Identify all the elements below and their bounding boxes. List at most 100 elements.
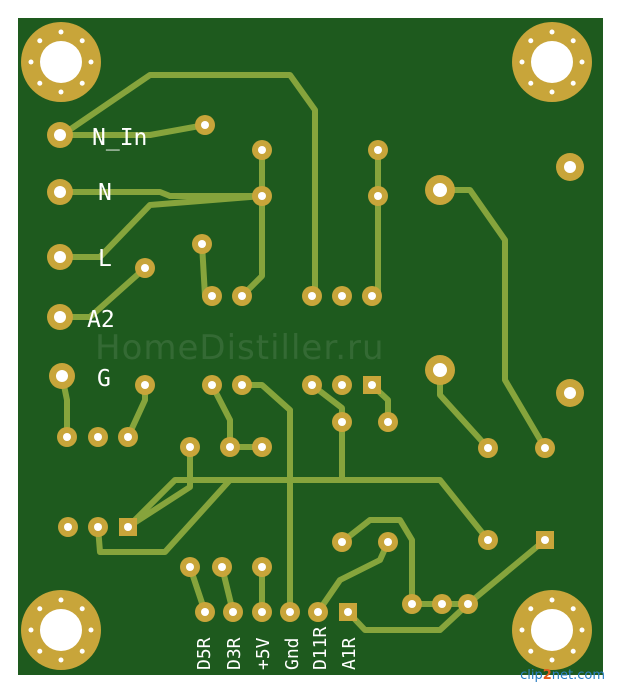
mounting-via [58,29,64,35]
pad-hole [94,523,102,531]
pad-hole [54,311,66,323]
label-l: L [98,246,112,272]
mounting-via [37,606,43,612]
mounting-via [37,80,43,86]
pad-hole [374,146,382,154]
mounting-via [579,627,585,633]
mounting-via [79,606,85,612]
pad-hole [56,370,68,382]
pad-hole [433,183,447,197]
trace-l [57,193,265,260]
brand-num: 2 [542,668,552,683]
mounting-hole [40,609,82,651]
clip2net-logo: clip2net.com [520,668,605,683]
pad-hole [229,608,237,616]
mounting-via [28,627,34,633]
mounting-via [579,59,585,65]
mounting-holes [21,22,592,670]
label-n: N [98,180,112,206]
pad-hole [384,418,392,426]
mounting-via [549,29,555,35]
mounting-hole [531,609,573,651]
mounting-via [28,59,34,65]
pad-hole [564,161,576,173]
bottom-labels: D5R D3R +5V Gnd D11R A1R [194,626,360,670]
pad-hole [338,381,346,389]
mounting-via [58,657,64,663]
mounting-via [528,648,534,654]
trace-bus [125,477,491,543]
mounting-via [519,627,525,633]
pad-hole [186,443,194,451]
pad-hole [258,443,266,451]
pad-hole [54,129,66,141]
pad-hole [258,608,266,616]
mounting-via [79,80,85,86]
label-gnd: Gnd [282,637,303,670]
pad-hole [54,186,66,198]
mounting-via [88,59,94,65]
mounting-via [528,606,534,612]
label-n-in: N_In [92,125,147,151]
pad-hole [286,608,294,616]
trace-n-in [59,72,318,300]
pad-hole [258,146,266,154]
pad-hole [238,381,246,389]
mounting-via [570,606,576,612]
pad-hole [368,381,376,389]
pad-hole [308,292,316,300]
pad-hole [124,523,132,531]
mounting-via [549,597,555,603]
pad-hole [201,608,209,616]
mounting-via [79,648,85,654]
label-g: G [97,366,111,392]
mounting-via [58,597,64,603]
mounting-via [519,59,525,65]
pad-hole [208,381,216,389]
pad-hole [314,608,322,616]
pad-hole [338,418,346,426]
pad-hole [218,563,226,571]
brand-post: net.com [551,668,605,683]
pad-hole [484,444,492,452]
mounting-via [88,627,94,633]
pad-hole [186,563,194,571]
pad-hole [141,381,149,389]
pad-hole [198,240,206,248]
pad-hole [124,433,132,441]
mounting-via [37,38,43,44]
pad-hole [338,538,346,546]
mounting-via [528,80,534,86]
mounting-via [58,89,64,95]
left-labels: N_In N L A2 G [87,125,147,392]
pad-hole [94,433,102,441]
pad-hole [438,600,446,608]
brand-pre: clip [520,668,543,683]
pad-hole [238,292,246,300]
pads [47,115,584,622]
mounting-via [570,38,576,44]
mounting-hole [40,41,82,83]
mounting-via [549,89,555,95]
label-d3r: D3R [224,637,245,670]
trace-k1 [437,187,548,451]
pad-hole [226,443,234,451]
mounting-via [549,657,555,663]
pad-hole [408,600,416,608]
watermark-text: HomeDistiller.ru [95,328,385,368]
pad-hole [564,387,576,399]
label-a1r: A1R [339,637,360,670]
pad-hole [338,292,346,300]
mounting-hole [531,41,573,83]
mounting-via [528,38,534,44]
label-d11r: D11R [310,626,331,670]
pad-hole [54,251,66,263]
mounting-via [570,80,576,86]
pad-hole [258,563,266,571]
pad-hole [208,292,216,300]
mounting-via [37,648,43,654]
pad-hole [374,192,382,200]
mounting-via [570,648,576,654]
pad-hole [308,381,316,389]
